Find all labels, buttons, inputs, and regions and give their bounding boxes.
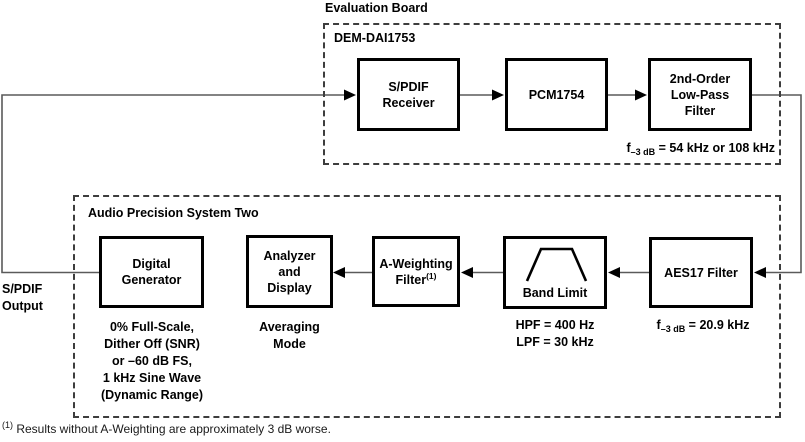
f-value: = 20.9 kHz [685,318,750,332]
footnote: (1) Results without A-Weighting are appr… [2,420,522,436]
band-pass-response-icon [525,247,588,282]
f-symbol: f [626,141,631,155]
digital-generator-caption: 0% Full-Scale, Dither Off (SNR) or –60 d… [100,320,204,402]
footnote-number: (1) [2,420,13,430]
analyzer-caption: Averaging Mode [259,320,320,351]
band-limit-caption: HPF = 400 Hz LPF = 30 kHz [515,318,595,349]
aes17-filter-block: AES17 Filter [649,237,753,308]
lowpass-filter-label: 2nd-Order Low-Pass Filter [669,71,731,118]
lowpass-filter-block: 2nd-Order Low-Pass Filter [648,58,752,131]
a-weighting-line1: A-Weighting [379,256,453,271]
footnote-text: Results without A-Weighting are approxim… [13,422,331,436]
spdif-receiver-block: S/PDIF Receiver [357,58,460,131]
lpf-cutoff-note: f–3 dB = 54 kHz or 108 kHz [560,140,775,161]
f-subscript: –3 dB [630,147,656,157]
aes17-filter-label: AES17 Filter [664,265,738,280]
pcm1754-label: PCM1754 [528,87,585,102]
band-limit-block: Band Limit [503,236,607,309]
analyzer-display-block: Analyzer and Display [246,235,333,308]
dem-dai1753-label: DEM-DAI1753 [334,31,416,45]
evaluation-board-title: Evaluation Board [325,1,428,15]
a-weighting-line2: Filter [395,272,427,287]
evaluation-board-group [323,23,781,165]
pcm1754-block: PCM1754 [505,58,608,131]
f-subscript: –3 dB [660,324,686,334]
a-weighting-footnote-ref: (1) [426,270,437,281]
spdif-receiver-label: S/PDIF Receiver [382,79,435,110]
f-value: = 54 kHz or 108 kHz [655,141,775,155]
band-limit-label: Band Limit [522,285,588,300]
analyzer-display-label: Analyzer and Display [263,248,316,295]
audio-precision-group [73,195,781,418]
digital-generator-label: Digital Generator [121,257,182,287]
f-symbol: f [656,318,661,332]
aes17-cutoff-note: f–3 dB = 20.9 kHz [633,317,773,338]
spdif-output-label: S/PDIF Output [2,282,43,313]
audio-precision-title: Audio Precision System Two [88,206,259,220]
digital-generator-block: Digital Generator [99,236,204,308]
